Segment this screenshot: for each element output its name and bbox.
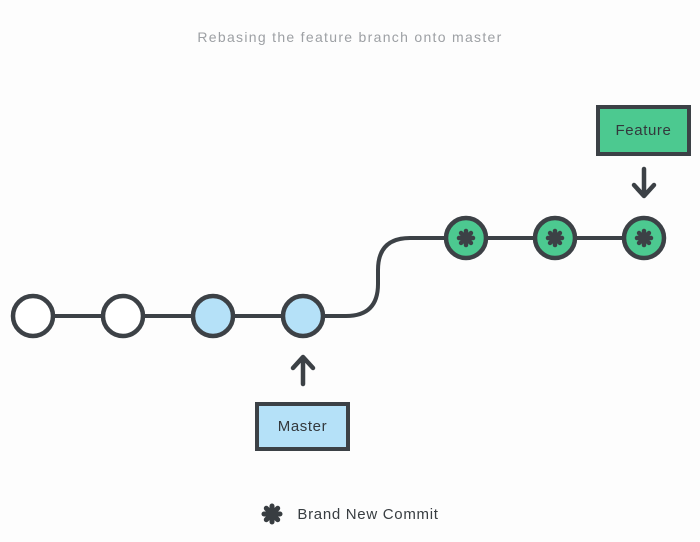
commit-node-old [10,293,56,339]
feature-branch-label: Feature [615,122,672,139]
down-arrow-icon [631,166,657,199]
feature-branch-label-box: Feature [596,105,691,156]
rebase-connector-curve [303,236,466,318]
master-branch-label: Master [277,418,328,435]
legend-label: Brand New Commit [297,505,439,523]
asterisk-icon [458,230,474,246]
commit-node-master [280,293,326,339]
commit-node-old [100,293,146,339]
diagram-title: Rebasing the feature branch onto master [197,29,503,45]
asterisk-icon [547,230,563,246]
commit-node-master [190,293,236,339]
legend: Brand New Commit [0,503,700,525]
asterisk-icon [636,230,652,246]
up-arrow-icon [290,354,316,387]
master-branch-label-box: Master [255,402,350,451]
asterisk-icon [261,503,283,525]
